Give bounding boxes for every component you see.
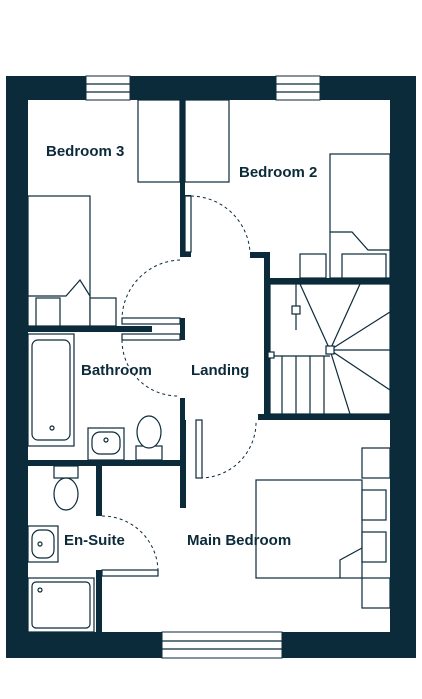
en-suite-basin bbox=[27, 525, 59, 563]
room-label-en-suite: En-Suite bbox=[64, 532, 125, 549]
window-main-bedroom bbox=[161, 631, 283, 659]
room-label-bedroom-3: Bedroom 3 bbox=[46, 143, 124, 160]
bathtub bbox=[27, 333, 75, 447]
door-main-bedroom bbox=[199, 419, 257, 479]
door-bedroom-3 bbox=[121, 259, 181, 319]
window-bedroom-3 bbox=[85, 75, 131, 101]
bathroom-basin bbox=[87, 427, 125, 461]
door-leaves bbox=[101, 195, 203, 577]
room-label-landing: Landing bbox=[191, 362, 249, 379]
wardrobe-bedroom-2 bbox=[184, 99, 230, 183]
bed-bedroom-3 bbox=[27, 195, 117, 327]
wardrobe-bedroom-3 bbox=[137, 99, 181, 183]
en-suite-shower bbox=[27, 577, 95, 633]
door-en-suite bbox=[101, 515, 159, 571]
door-bedroom-2 bbox=[190, 195, 251, 253]
en-suite-toilet bbox=[53, 465, 79, 511]
room-label-bedroom-2: Bedroom 2 bbox=[239, 164, 317, 181]
door-bathroom bbox=[121, 339, 181, 397]
internal-walls bbox=[28, 100, 390, 632]
window-bedroom-2 bbox=[275, 75, 321, 101]
bathroom-toilet bbox=[135, 415, 163, 461]
bed-bedroom-2 bbox=[299, 153, 391, 279]
room-label-bathroom: Bathroom bbox=[81, 362, 152, 379]
staircase bbox=[267, 283, 391, 415]
room-label-main-bedroom: Main Bedroom bbox=[187, 532, 291, 549]
outer-walls bbox=[6, 76, 416, 658]
bed-main-bedroom bbox=[255, 447, 391, 609]
